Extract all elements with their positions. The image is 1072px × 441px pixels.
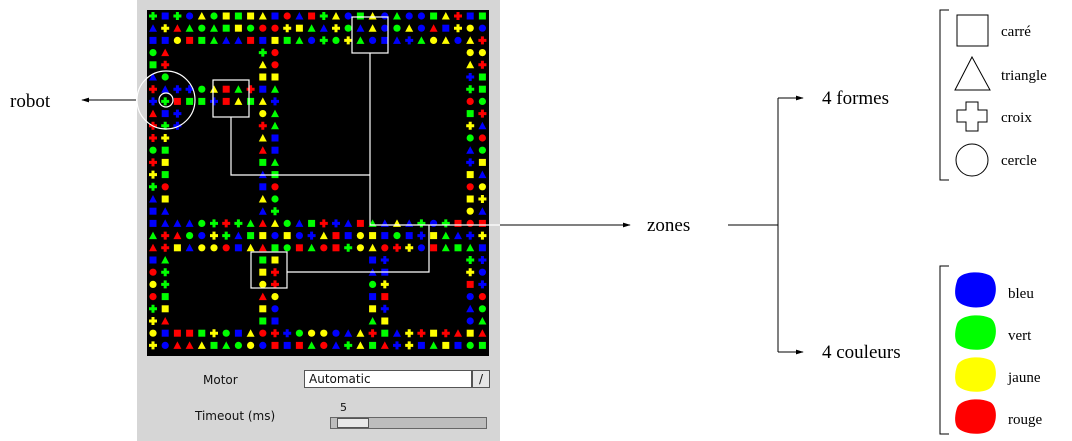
circle-icon [956, 144, 988, 176]
zone-box-top [352, 17, 388, 53]
color-swatch-blue [955, 272, 996, 307]
shape-label-triangle: triangle [1001, 68, 1047, 84]
robot-range-circle [137, 71, 195, 129]
zone-connector-left [231, 117, 370, 175]
zones-label: zones [647, 215, 690, 236]
robot-label: robot [10, 91, 51, 112]
colors-label: 4 couleurs [822, 342, 901, 363]
shapes-bracket [940, 10, 949, 180]
color-swatch-yellow [955, 357, 996, 391]
zone-connector-top [370, 53, 500, 225]
square-icon [957, 15, 988, 46]
color-label-red: rouge [1008, 412, 1042, 428]
cross-icon [957, 102, 987, 131]
zone-box-bottom [251, 252, 287, 288]
color-label-green: vert [1008, 328, 1032, 344]
colors-bracket [940, 266, 949, 434]
color-swatch-green [955, 315, 996, 349]
triangle-icon [955, 57, 990, 90]
shape-label-circle: cercle [1001, 153, 1037, 169]
color-swatch-red [955, 399, 996, 433]
zone-connector-bottom [287, 225, 429, 272]
shape-label-square: carré [1001, 24, 1031, 40]
shape-label-cross: croix [1001, 110, 1032, 126]
color-label-yellow: jaune [1007, 370, 1041, 386]
zone-box-left [213, 80, 249, 117]
color-label-blue: bleu [1008, 286, 1034, 302]
robot-icon [159, 93, 173, 107]
forms-label: 4 formes [822, 88, 889, 109]
